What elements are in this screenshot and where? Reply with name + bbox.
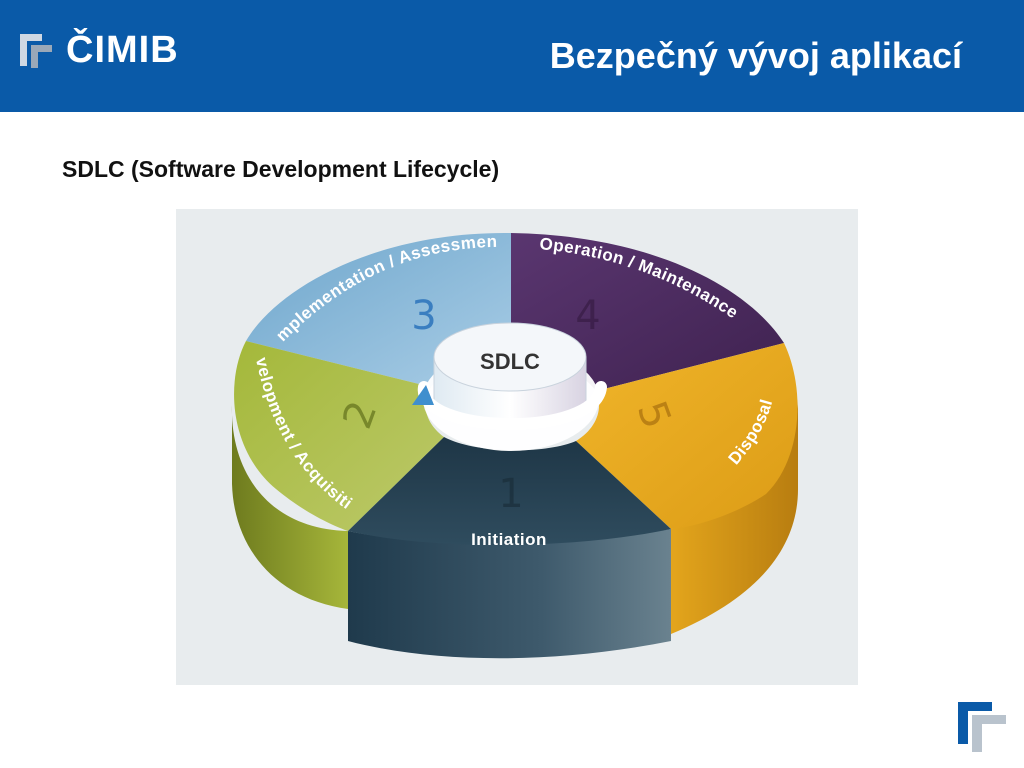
page-title: Bezpečný vývoj aplikací <box>549 35 962 76</box>
cimib-corner-icon <box>958 702 1006 752</box>
sdlc-wheel: SDLC 1 2 3 4 5 Initiation Development / … <box>176 209 798 659</box>
segment-1-label: Initiation <box>471 530 547 549</box>
cimib-logo-icon <box>20 34 52 68</box>
slide-subtitle: SDLC (Software Development Lifecycle) <box>62 156 500 182</box>
segment-4-number: 4 <box>575 293 600 339</box>
center-label: SDLC <box>480 349 540 374</box>
header-bar: ČIMIB Bezpečný vývoj aplikací <box>0 0 1024 112</box>
segment-1-number: 1 <box>498 471 523 517</box>
sdlc-diagram: SDLC 1 2 3 4 5 Initiation Development / … <box>176 209 858 685</box>
segment-disposal <box>576 343 798 529</box>
center-hub: SDLC <box>412 322 607 451</box>
cycle-arrow-icon <box>412 385 434 405</box>
segment-3-number: 3 <box>411 293 436 339</box>
wheel-sides <box>231 399 798 659</box>
segment-initiation <box>348 437 671 546</box>
logo-text: ČIMIB <box>66 29 179 71</box>
cimib-logo: ČIMIB <box>16 26 196 76</box>
segment-development <box>234 341 444 531</box>
